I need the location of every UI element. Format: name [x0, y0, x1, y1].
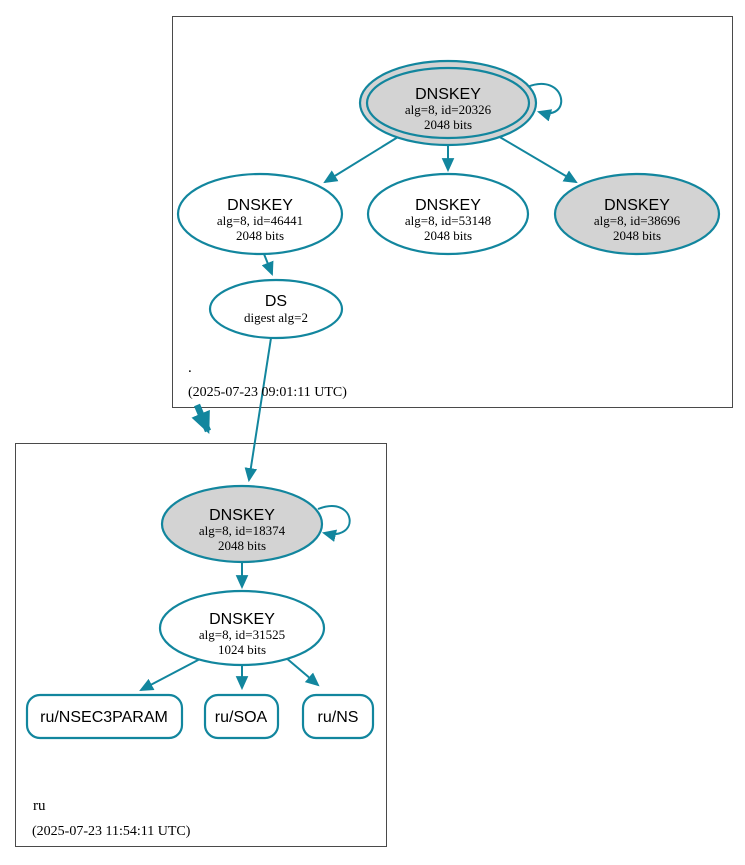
node-rrset-ns-label: ru/NS — [318, 709, 359, 726]
node-rrset-nsec3param-label: ru/NSEC3PARAM — [40, 709, 168, 726]
zone-box-ru — [15, 443, 387, 847]
node-dnskey-20326-detail: alg=8, id=20326 — [405, 102, 492, 117]
node-dnskey-53148-title: DNSKEY — [415, 197, 481, 214]
node-ds-title: DS — [265, 293, 287, 310]
node-dnskey-18374-title: DNSKEY — [209, 507, 275, 524]
edge-46441-to-ds — [261, 253, 274, 276]
zone-box-root — [172, 16, 733, 408]
node-dnskey-20326[interactable]: DNSKEY alg=8, id=20326 2048 bits — [358, 59, 538, 147]
node-dnskey-53148-detail: alg=8, id=53148 — [405, 213, 491, 228]
edge-ds-to-18374 — [244, 337, 272, 483]
node-dnskey-53148-bits: 2048 bits — [424, 228, 472, 243]
node-dnskey-46441-detail: alg=8, id=46441 — [217, 213, 303, 228]
node-rrset-soa[interactable]: ru/SOA — [203, 693, 280, 740]
edge-ksk20326-to-46441 — [323, 136, 399, 184]
zone-timestamp-ru: (2025-07-23 11:54:11 UTC) — [32, 824, 191, 839]
edge-root-zone-to-ru-zone — [191, 403, 211, 435]
zone-label-ru: ru — [33, 798, 46, 814]
node-dnskey-38696[interactable]: DNSKEY alg=8, id=38696 2048 bits — [553, 172, 721, 256]
node-dnskey-20326-title: DNSKEY — [415, 86, 481, 103]
node-dnskey-18374-bits: 2048 bits — [218, 538, 266, 553]
zone-label-root: . — [188, 360, 192, 376]
node-rrset-soa-label: ru/SOA — [215, 709, 268, 726]
node-dnskey-31525-bits: 1024 bits — [218, 642, 266, 657]
node-dnskey-31525[interactable]: DNSKEY alg=8, id=31525 1024 bits — [158, 589, 326, 667]
node-dnskey-18374[interactable]: DNSKEY alg=8, id=18374 2048 bits — [160, 484, 324, 564]
node-dnskey-38696-title: DNSKEY — [604, 197, 670, 214]
edge-31525-to-ns — [284, 656, 320, 687]
node-dnskey-31525-detail: alg=8, id=31525 — [199, 627, 285, 642]
edge-ksk18374-self-loop — [317, 505, 351, 542]
node-dnskey-46441-bits: 2048 bits — [236, 228, 284, 243]
node-dnskey-46441[interactable]: DNSKEY alg=8, id=46441 2048 bits — [176, 172, 344, 256]
edge-ksk20326-to-38696 — [497, 135, 578, 184]
node-dnskey-38696-detail: alg=8, id=38696 — [594, 213, 681, 228]
edge-ksk20326-self-loop — [526, 82, 563, 122]
node-dnskey-18374-detail: alg=8, id=18374 — [199, 523, 286, 538]
node-rrset-nsec3param[interactable]: ru/NSEC3PARAM — [25, 693, 184, 740]
node-dnskey-46441-title: DNSKEY — [227, 197, 293, 214]
node-ds-detail: digest alg=2 — [244, 310, 308, 325]
node-dnskey-38696-bits: 2048 bits — [613, 228, 661, 243]
edge-31525-to-nsec3param — [139, 658, 201, 691]
node-dnskey-20326-bits: 2048 bits — [424, 117, 472, 132]
node-ds[interactable]: DS digest alg=2 — [208, 278, 344, 340]
zone-timestamp-root: (2025-07-23 09:01:11 UTC) — [188, 385, 347, 400]
node-dnskey-53148[interactable]: DNSKEY alg=8, id=53148 2048 bits — [366, 172, 530, 256]
node-rrset-ns[interactable]: ru/NS — [301, 693, 375, 740]
node-dnskey-31525-title: DNSKEY — [209, 611, 275, 628]
